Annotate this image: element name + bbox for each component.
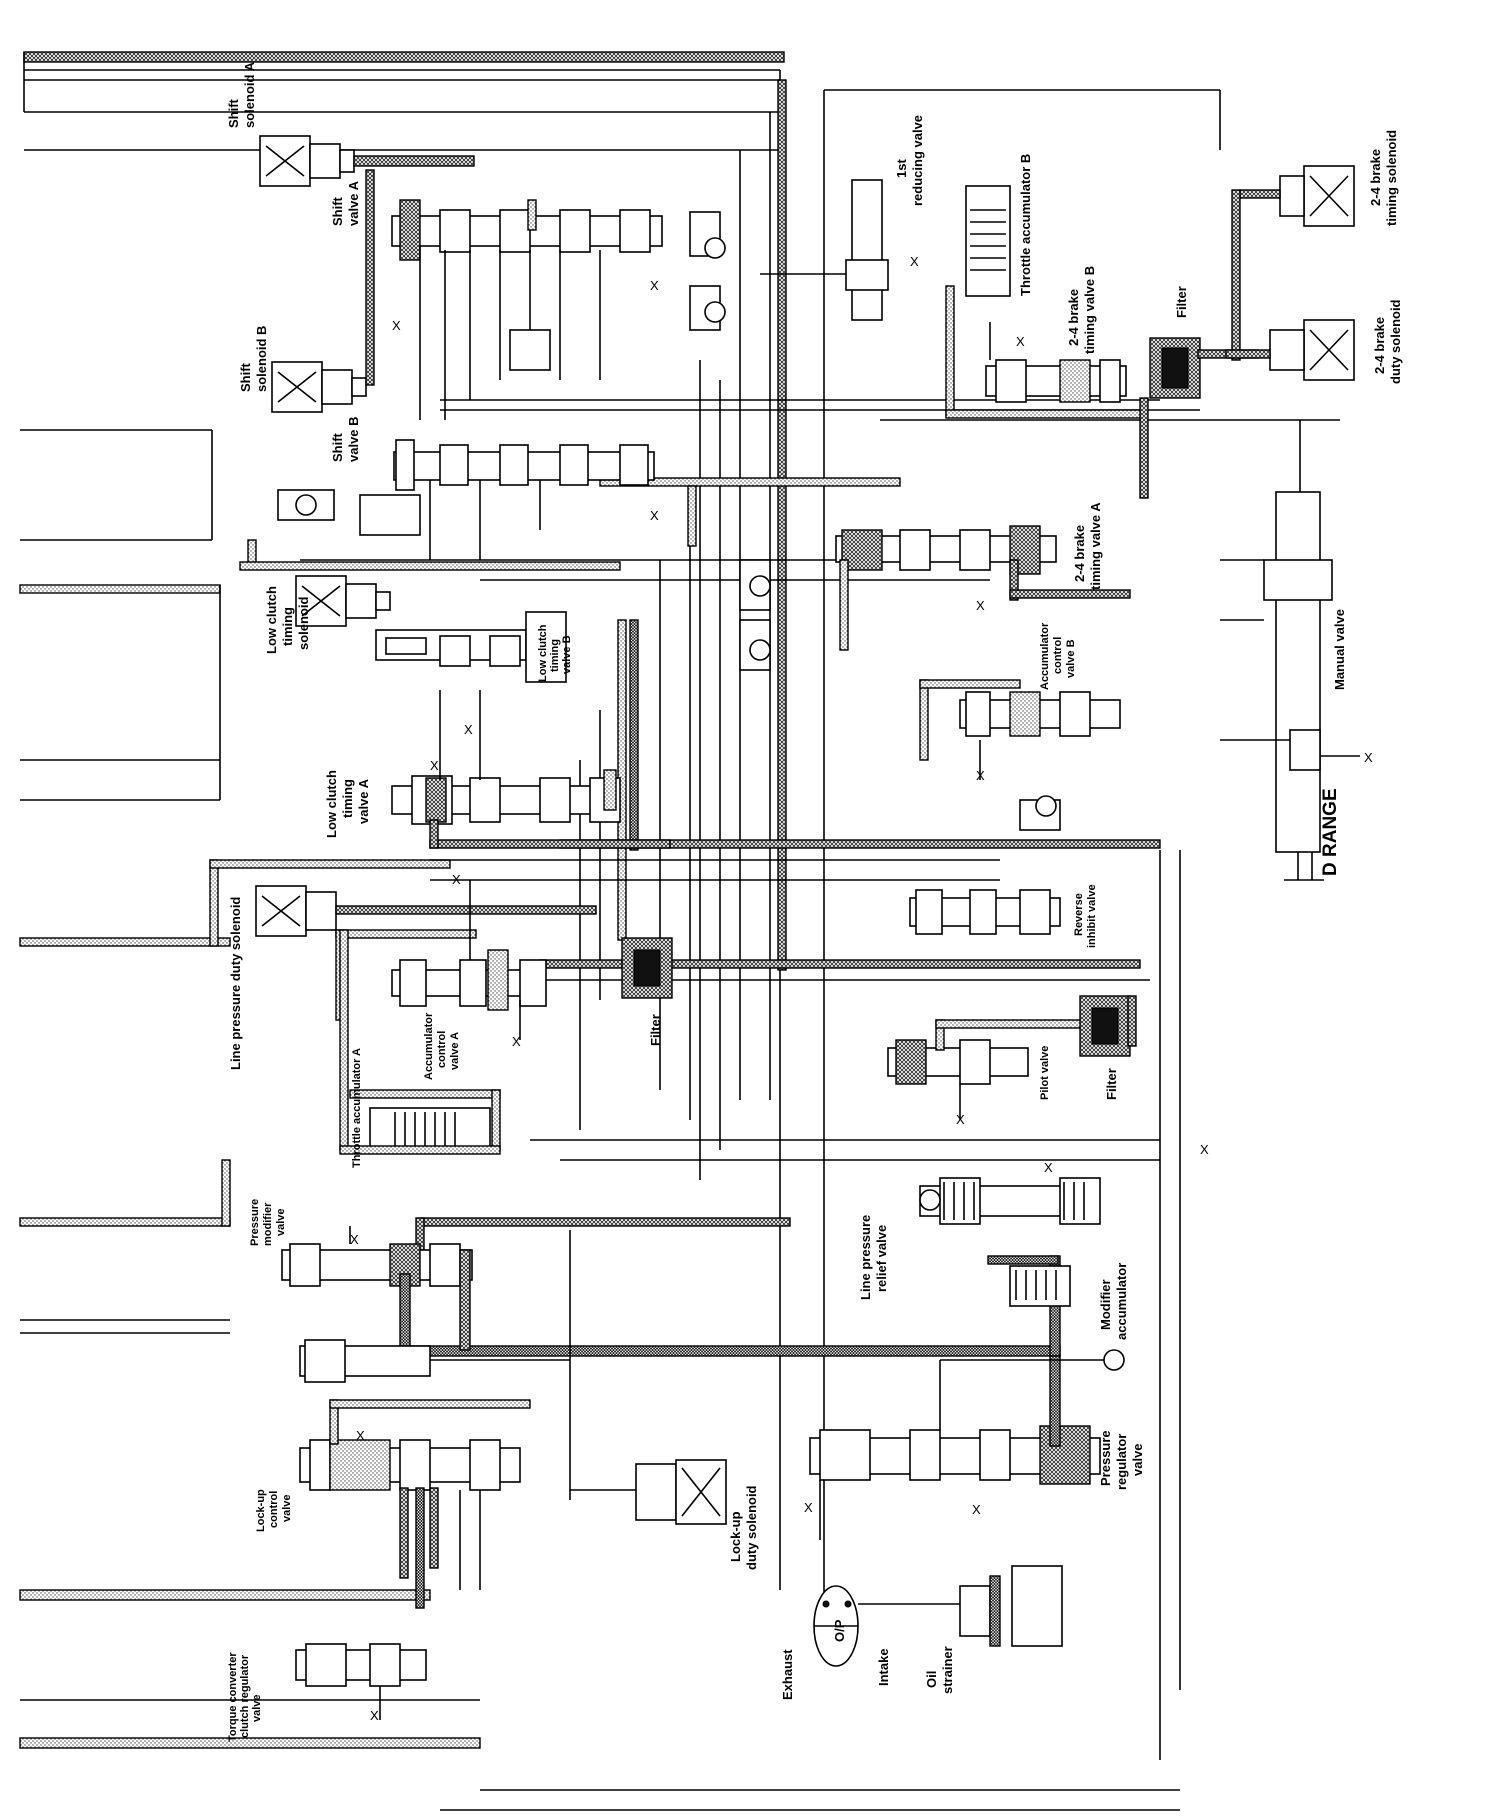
drain-mark: X bbox=[464, 722, 473, 737]
drain-mark: X bbox=[804, 1500, 813, 1515]
drain-mark: X bbox=[910, 254, 919, 269]
brake-timing-valve-a-label: 2-4 braketiming valve A bbox=[1072, 502, 1103, 590]
lock-up-control-valve bbox=[299, 1399, 531, 1609]
drain-mark: X bbox=[370, 1708, 379, 1723]
shift-valve-a bbox=[391, 199, 726, 420]
accumulator-control-valve-b bbox=[919, 679, 1121, 780]
line-pressure-relief-valve bbox=[919, 1177, 1101, 1225]
drain-mark: X bbox=[650, 508, 659, 523]
drain-mark: X bbox=[976, 598, 985, 613]
filter-upper bbox=[1139, 337, 1259, 499]
drain-mark: X bbox=[512, 1034, 521, 1049]
throttle-accumulator-b-label: Throttle accumulator B bbox=[1018, 154, 1033, 296]
drain-mark: X bbox=[956, 1112, 965, 1127]
pressure-modifier-valve bbox=[281, 1226, 1061, 1357]
drain-mark: X bbox=[976, 768, 985, 783]
low-clutch-timing-valve-a bbox=[391, 690, 671, 849]
brake-duty-solenoid-label: 2-4 brakeduty solenoid bbox=[1372, 299, 1403, 384]
pilot-valve-label: Pilot valve bbox=[1039, 1046, 1051, 1100]
throttle-accumulator-a bbox=[339, 929, 501, 1155]
exhaust-label: Exhaust bbox=[780, 1649, 795, 1700]
oil-strainer-label: Oilstrainer bbox=[924, 1646, 955, 1694]
throttle-accumulator-b bbox=[945, 185, 1147, 419]
drain-mark: X bbox=[350, 1232, 359, 1247]
low-clutch-timing-valve-a-label: Low clutchtimingvalve A bbox=[324, 770, 371, 838]
pressure-modifier-valve-label: Pressuremodifiervalve bbox=[249, 1199, 287, 1246]
filter-center-label: Filter bbox=[648, 1014, 663, 1046]
first-reducing-valve bbox=[760, 179, 889, 321]
throttle-accumulator-a-label: Throttle accumulator A bbox=[351, 1048, 363, 1168]
line-pressure-duty-solenoid-label: Line pressure duty solenoid bbox=[228, 897, 243, 1070]
lock-up-control-valve-label: Lock-upcontrolvalve bbox=[255, 1489, 293, 1532]
brake-duty-solenoid bbox=[1225, 319, 1355, 381]
drain-mark: X bbox=[392, 318, 401, 333]
brake-timing-valve-b bbox=[985, 322, 1127, 403]
shift-solenoid-a-label: Shiftsolenoid A bbox=[226, 61, 257, 128]
oil-pump-label: O/P bbox=[832, 1619, 847, 1642]
drain-mark: X bbox=[972, 1502, 981, 1517]
shift-valve-a-label: Shiftvalve A bbox=[330, 180, 361, 226]
oil-strainer bbox=[858, 1565, 1063, 1647]
low-clutch-timing-solenoid-label: Low clutchtimingsolenoid bbox=[264, 586, 311, 654]
shift-valve-b bbox=[277, 439, 771, 671]
accumulator-control-valve-b-label: Accumulatorcontrolvalve B bbox=[1039, 622, 1077, 690]
drain-mark: X bbox=[452, 872, 461, 887]
d-range-label: D RANGE bbox=[1320, 788, 1341, 876]
svg-text:Shiftsolenoid A: Shiftsolenoid A bbox=[226, 61, 257, 128]
intake-label: Intake bbox=[876, 1648, 891, 1686]
low-clutch-timing-solenoid bbox=[239, 539, 621, 683]
filter-upper-label: Filter bbox=[1174, 286, 1189, 318]
outer-circuit-lines bbox=[19, 51, 1221, 1811]
filter-right bbox=[1079, 995, 1137, 1057]
brake-timing-solenoid bbox=[1231, 165, 1355, 361]
torque-converter-clutch-regulator-valve-label: Torque converterclutch regulatorvalve bbox=[227, 1652, 263, 1742]
lock-up-duty-solenoid bbox=[570, 1459, 727, 1525]
pilot-valve bbox=[887, 1019, 1087, 1120]
modifier-accumulator-label: Modifieraccumulator bbox=[1098, 1263, 1129, 1340]
brake-timing-solenoid-label: 2-4 braketiming solenoid bbox=[1368, 130, 1399, 226]
modifier-accumulator bbox=[987, 1255, 1071, 1307]
pressure-regulator-valve-label: Pressureregulatorvalve bbox=[1098, 1430, 1145, 1490]
shift-solenoid-b-label: Shiftsolenoid B bbox=[238, 326, 269, 392]
pressure-regulator-valve bbox=[809, 1349, 1125, 1540]
drain-mark: X bbox=[1200, 1142, 1209, 1157]
drain-mark: X bbox=[1044, 1160, 1053, 1175]
reverse-inhibit-valve bbox=[909, 795, 1061, 935]
shift-solenoid-b bbox=[271, 169, 375, 413]
unlabeled-valve-mid bbox=[299, 1230, 571, 1500]
manual-valve bbox=[1220, 420, 1360, 881]
shift-solenoid-a-line1: Shift bbox=[226, 98, 241, 128]
shift-solenoid-a-line2: solenoid A bbox=[242, 61, 257, 128]
brake-timing-valve-a bbox=[835, 525, 1131, 651]
drain-mark: X bbox=[356, 1428, 365, 1443]
drain-mark: X bbox=[1364, 750, 1373, 765]
filter-center bbox=[621, 937, 673, 999]
first-reducing-valve-label: 1streducing valve bbox=[894, 115, 925, 206]
drain-marks: X X X X X X X X X X X X X X X X X X X X bbox=[350, 254, 1373, 1723]
drain-mark: X bbox=[650, 278, 659, 293]
filter-right-label: Filter bbox=[1104, 1068, 1119, 1100]
low-clutch-timing-valve-b-label: Low clutchtimingvalve B bbox=[537, 624, 573, 682]
brake-timing-valve-b-label: 2-4 braketiming valve B bbox=[1066, 266, 1097, 354]
accumulator-control-valve-a-label: Accumulatorcontrolvalve A bbox=[423, 1012, 461, 1080]
drain-mark: X bbox=[1016, 334, 1025, 349]
shift-solenoid-a bbox=[259, 135, 475, 187]
manual-valve-label: Manual valve bbox=[1332, 609, 1347, 690]
reverse-inhibit-valve-label: Reverseinhibit valve bbox=[1073, 884, 1098, 948]
accumulator-control-valve-a bbox=[391, 880, 547, 1040]
main-trunk-lines bbox=[300, 79, 1340, 1279]
drain-mark: X bbox=[430, 758, 439, 773]
line-pressure-relief-valve-label: Line pressurerelief valve bbox=[858, 1215, 889, 1300]
torque-converter-clutch-regulator-valve bbox=[295, 1643, 427, 1720]
oil-pump bbox=[813, 1585, 859, 1667]
lock-up-duty-solenoid-label: Lock-upduty solenoid bbox=[728, 1485, 759, 1570]
shift-valve-b-label: Shiftvalve B bbox=[330, 416, 361, 462]
